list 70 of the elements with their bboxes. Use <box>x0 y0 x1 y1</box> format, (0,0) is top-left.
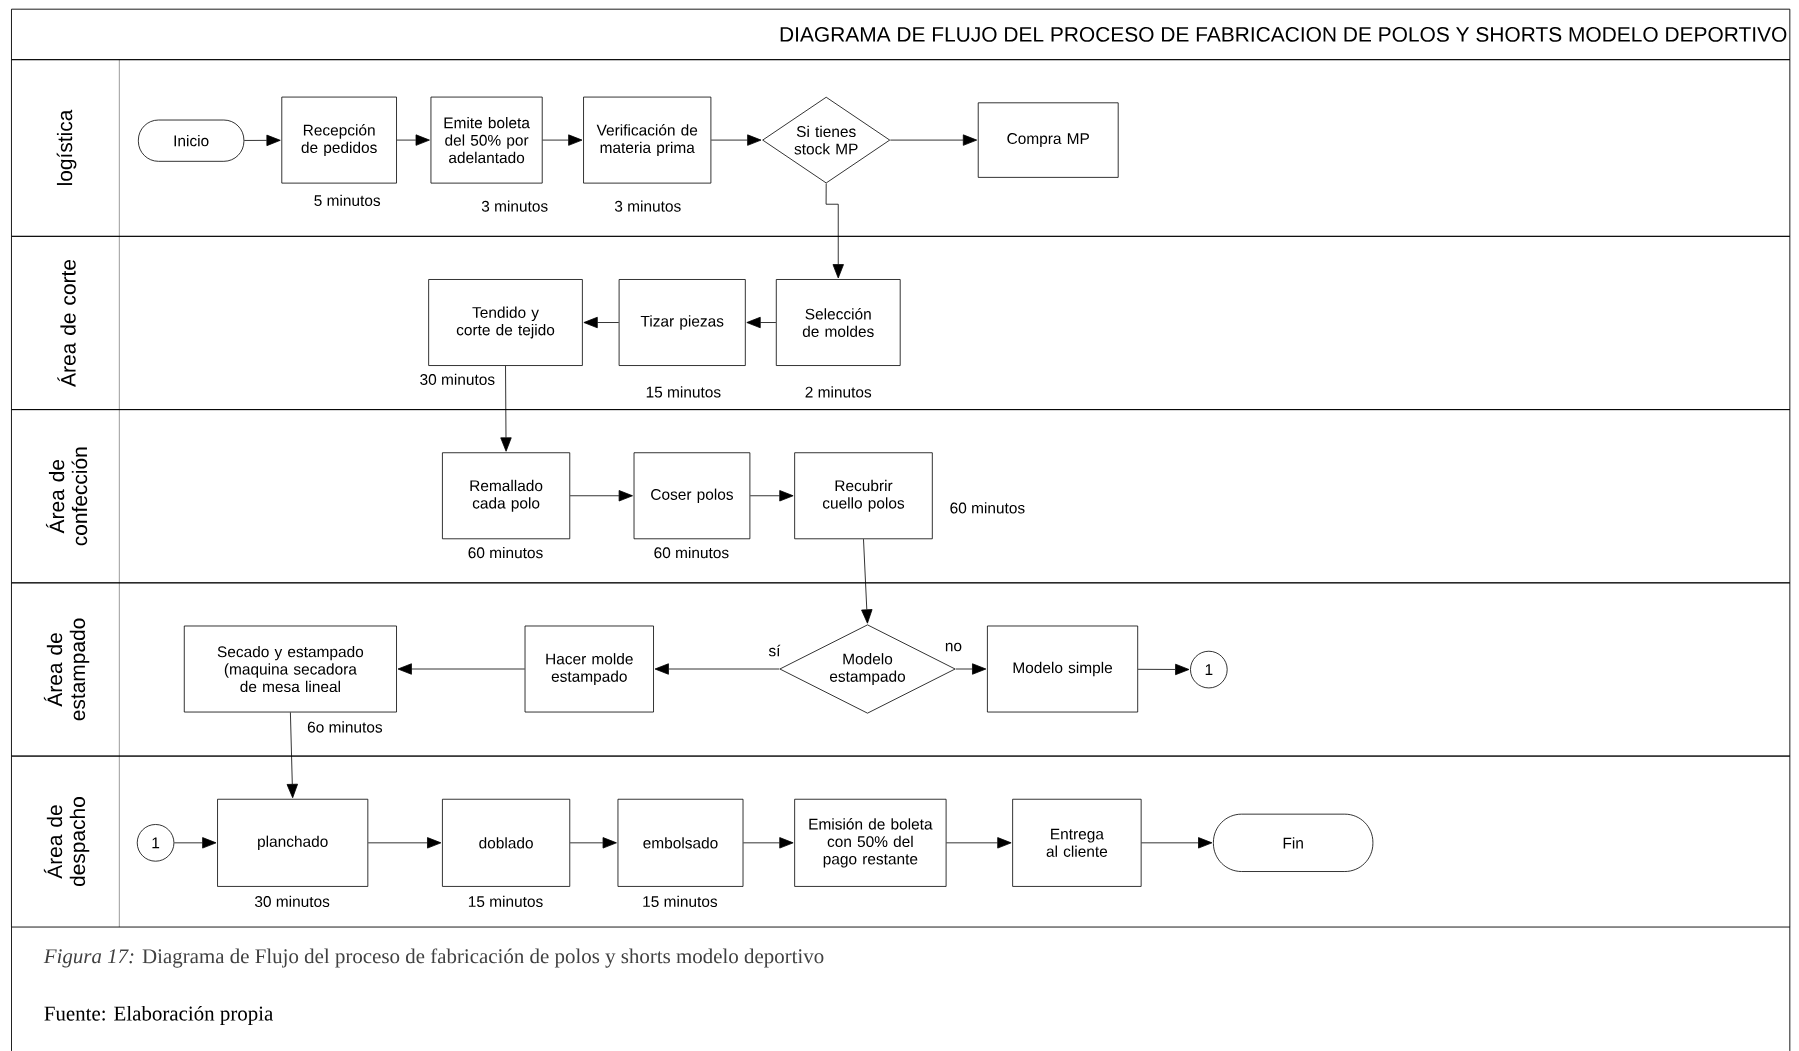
arrow <box>710 134 762 146</box>
duration-label: 30 minutos <box>254 895 330 908</box>
process-box: Modelo simple <box>987 625 1139 713</box>
process-box: Selección de moldes <box>775 279 901 366</box>
duration-label: 3 minutos <box>614 200 681 212</box>
arrow <box>743 837 794 849</box>
arrow <box>569 837 617 849</box>
terminator: Fin <box>1213 813 1374 872</box>
process-box: Coser polos <box>633 452 751 540</box>
process-box: Compra MP <box>977 102 1119 178</box>
swimlane <box>11 235 1791 411</box>
duration-label: 15 minutos <box>646 386 721 398</box>
arrow <box>243 134 281 147</box>
process-box: Emisión de boleta con 50% del pago restante <box>794 798 947 887</box>
diagram-title: DIAGRAMA DE FLUJO DEL PROCESO DE FABRICACION DE POLOS Y SHORTS MODELO DEPORTIVO <box>780 27 1787 42</box>
arrow <box>889 134 978 146</box>
lane-label: Área de confección <box>45 447 88 546</box>
arrow <box>861 538 873 624</box>
process-box: Emite boleta del 50% por adelantado <box>430 96 543 184</box>
arrow <box>173 837 217 849</box>
arrow <box>367 837 442 849</box>
arrow <box>955 663 987 675</box>
arrow <box>1137 663 1190 676</box>
figure-caption: Figura 17: Diagrama de Flujo del proceso de fabricación de polos y shorts modelo deportivo <box>43 948 824 968</box>
process-box: Verificación de materia prima <box>583 96 712 184</box>
swimlane <box>11 409 1791 584</box>
swimlane <box>11 755 1791 928</box>
process-box: Recubrir cuello polos <box>794 452 933 540</box>
terminator: Inicio <box>137 119 245 162</box>
arrow <box>569 490 633 502</box>
duration-label: 6o minutos <box>307 721 383 733</box>
arrow <box>397 663 525 675</box>
duration-label: 15 minutos <box>643 895 718 908</box>
duration-label: 60 minutos <box>468 546 543 559</box>
swimlane <box>11 59 1791 237</box>
arrow <box>746 316 777 329</box>
arrow <box>825 183 844 279</box>
process-box: planchado <box>217 798 369 887</box>
duration-label: 5 minutos <box>314 194 381 207</box>
process-box: Entrega al cliente <box>1012 798 1142 887</box>
lane-label: Área de estampado <box>43 618 90 721</box>
process-box: Secado y estampado (maquina secadora de mesa lineal <box>183 625 397 713</box>
edge-label: sí <box>767 643 782 658</box>
source-note: Fuente: Elaboración propia <box>44 1005 273 1025</box>
process-box: doblado <box>442 798 571 887</box>
duration-label: 60 minutos <box>950 502 1025 514</box>
process-box: Tizar piezas <box>618 279 746 366</box>
lane-label: Área de corte <box>57 260 76 387</box>
arrow <box>654 663 780 675</box>
duration-label: 15 minutos <box>468 895 543 908</box>
arrow <box>396 134 430 146</box>
arrow <box>946 837 1012 849</box>
lane-label: logística <box>56 109 77 185</box>
arrow <box>542 134 583 146</box>
process-box: embolsado <box>617 798 744 887</box>
swimlane <box>11 582 1791 757</box>
duration-label: 2 minutos <box>805 386 872 398</box>
duration-label: 30 minutos <box>420 373 495 385</box>
process-box: Remallado cada polo <box>442 452 571 540</box>
process-box: Tendido y corte de tejido <box>428 279 583 366</box>
duration-label: 3 minutos <box>481 200 548 212</box>
arrow <box>1141 837 1213 849</box>
lane-label: Área de despacho <box>43 797 90 887</box>
process-box: Hacer molde estampado <box>524 625 654 713</box>
duration-label: 60 minutos <box>654 546 729 559</box>
arrow <box>749 490 794 502</box>
process-box: Recepción de pedidos <box>281 96 397 184</box>
arrow <box>500 365 512 452</box>
arrow <box>286 712 298 799</box>
arrow <box>583 316 620 329</box>
